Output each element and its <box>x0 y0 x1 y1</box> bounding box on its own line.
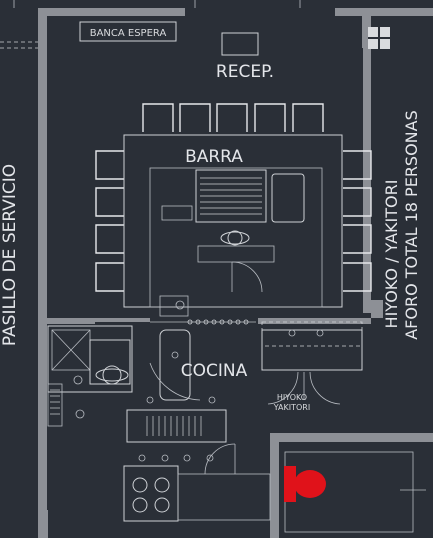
banca-espera: BANCA ESPERA <box>79 21 177 42</box>
bar-stools-top <box>142 103 324 132</box>
bar-stools-right <box>343 150 372 292</box>
banca-espera-label: BANCA ESPERA <box>90 28 167 39</box>
hiyoko-room: HIYOKO YAKITORI <box>261 321 363 412</box>
recep-label: RECEP. <box>216 62 274 82</box>
restroom <box>284 451 426 533</box>
bar-counter: BARRA <box>123 134 343 325</box>
chef-figure-icon <box>220 230 250 246</box>
cocina-label: COCINA <box>181 361 248 381</box>
kitchen: COCINA <box>47 325 271 522</box>
toilet-icon <box>284 466 326 502</box>
pasillo-label: PASILLO DE SERVICIO <box>0 164 20 346</box>
bar-stools-left <box>95 150 124 292</box>
yakitori-small-label: YAKITORI <box>273 403 310 412</box>
barra-label: BARRA <box>185 147 243 167</box>
aforo-total-label: AFORO TOTAL 18 PERSONAS <box>402 110 421 340</box>
top-guides <box>0 0 301 49</box>
walls <box>38 8 433 538</box>
hiyoko-yakitori-label: HIYOKO / YAKITORI <box>382 180 401 329</box>
reception-desk <box>221 32 259 56</box>
window-icon <box>368 27 390 49</box>
hiyoko-small-label: HIYOKO <box>277 393 307 402</box>
